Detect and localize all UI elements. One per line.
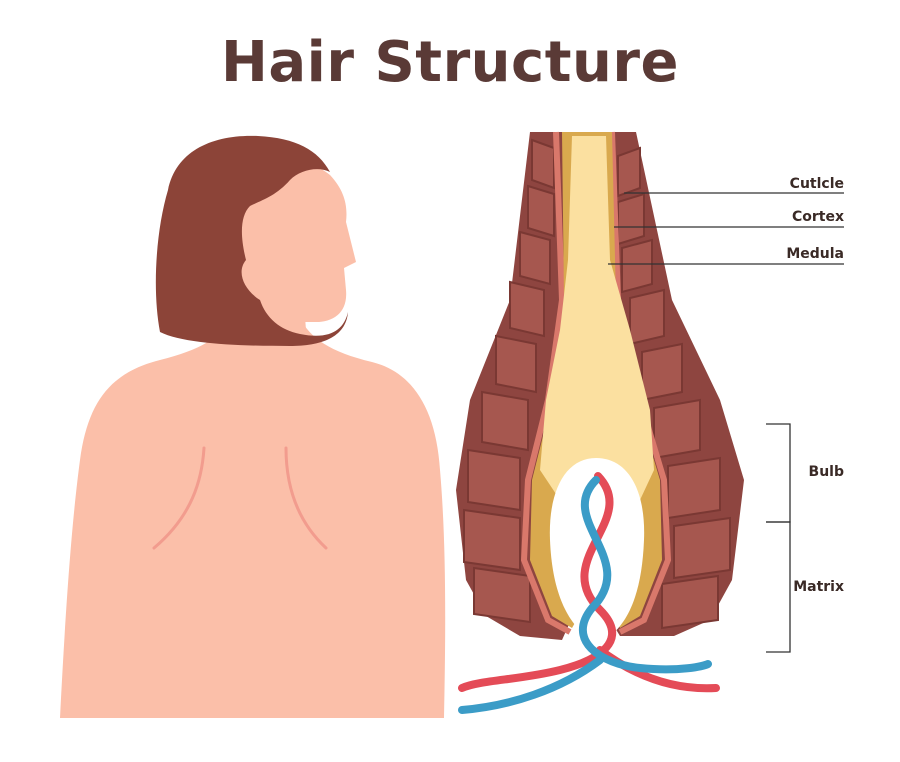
follicle-scales bbox=[463, 138, 731, 630]
leader-lines bbox=[608, 192, 844, 653]
vessel-red bbox=[458, 472, 617, 692]
label-cortex: Cortex bbox=[791, 209, 844, 225]
bracket-matrix bbox=[766, 521, 791, 653]
vessel-blue bbox=[578, 476, 712, 674]
label-medula: Medula bbox=[786, 246, 844, 262]
person-hair bbox=[155, 135, 348, 346]
hair-medulla bbox=[540, 136, 654, 500]
diagram-title: Hair Structure bbox=[221, 30, 679, 95]
hair-follicle bbox=[456, 131, 744, 714]
person-figure bbox=[60, 135, 446, 718]
label-cuticle: Cutlcle bbox=[789, 176, 844, 192]
spine-line-right bbox=[284, 446, 328, 550]
label-matrix: Matrix bbox=[793, 579, 844, 595]
person-torso bbox=[60, 318, 446, 718]
label-bulb: Bulb bbox=[808, 464, 844, 480]
vessel-blue-branch bbox=[458, 656, 604, 714]
spine-line-left bbox=[152, 446, 206, 550]
